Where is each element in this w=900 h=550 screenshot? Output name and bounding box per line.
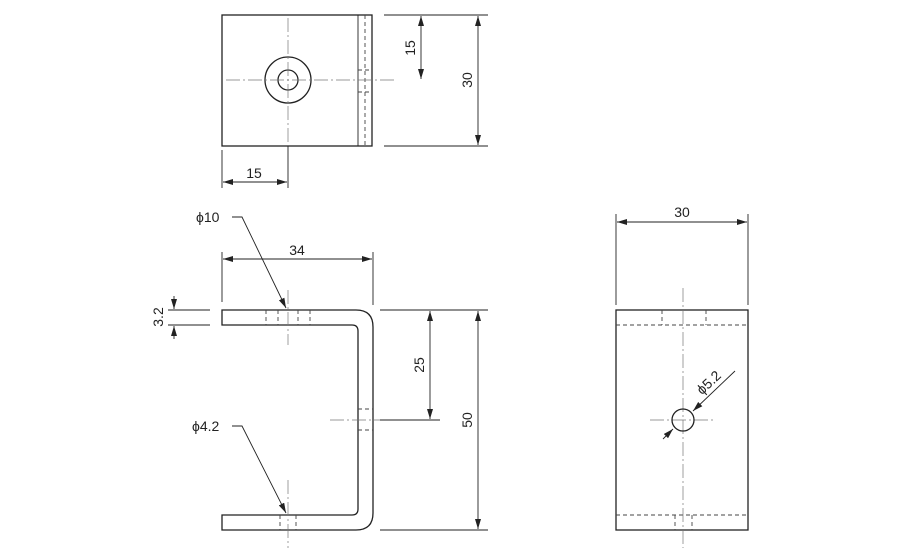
dim-line [662, 428, 674, 440]
dim-front-thickness: 3.2 [150, 307, 166, 327]
dim-top-width-half: 15 [246, 165, 262, 181]
side-view: 30 ϕ5.2 [615, 204, 749, 548]
front-view-outline [221, 309, 374, 531]
top-view-outline [221, 14, 373, 147]
label-hole-small: ϕ4.2 [192, 418, 220, 434]
label-side-hole: ϕ5.2 [693, 367, 724, 397]
dim-line [692, 370, 736, 412]
side-view-outline [615, 309, 749, 531]
side-hole [671, 408, 695, 432]
dim-front-height-half: 25 [411, 357, 427, 373]
dim-front-height-total: 50 [459, 412, 475, 428]
dim-front-width: 34 [289, 242, 305, 258]
leader-line [232, 425, 287, 514]
dim-top-height-half: 15 [402, 40, 418, 56]
top-view: 15 30 15 [221, 14, 488, 188]
dim-top-height-total: 30 [459, 72, 475, 88]
label-hole-large: ϕ10 [196, 209, 220, 225]
leader-line [232, 216, 287, 309]
front-view: 34 3.2 25 50 ϕ10 ϕ4.2 [150, 209, 488, 548]
dim-side-width: 30 [674, 204, 690, 220]
